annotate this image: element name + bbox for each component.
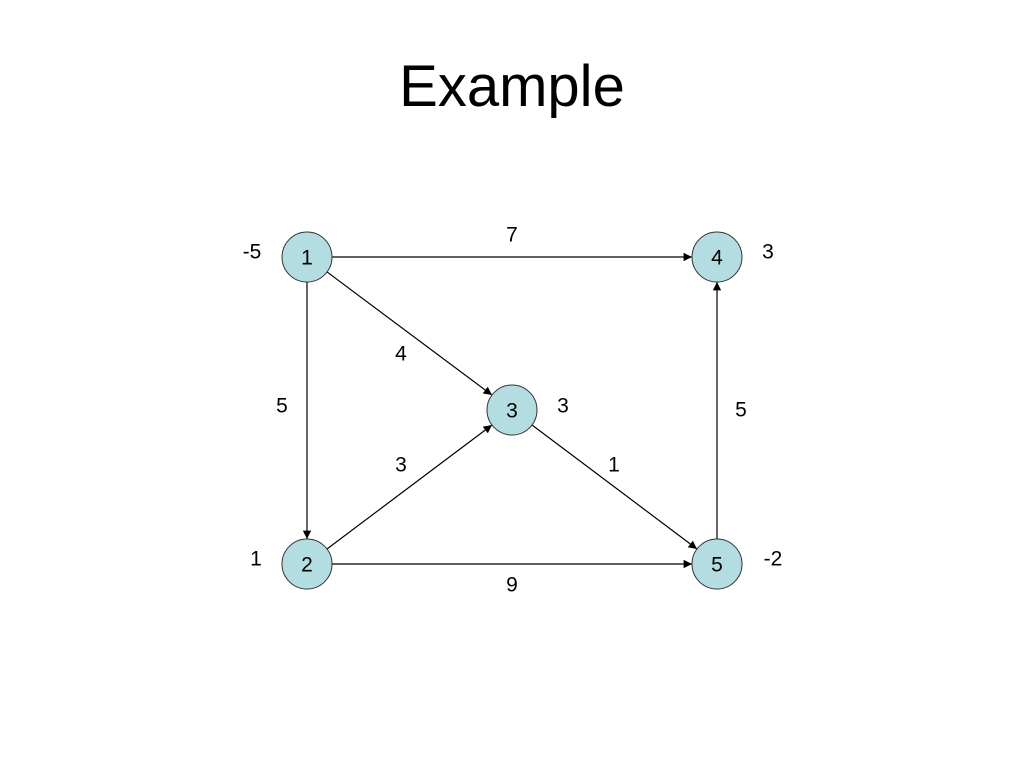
node-4-circle [691,231,743,283]
node-5-circle [691,538,743,590]
node-3-supply: 3 [557,395,569,418]
edge-weight-3-5: 1 [608,454,620,477]
node-1-label: 1 [301,247,313,270]
node-5-supply: -2 [764,548,783,571]
labels-layer: 7 4 5 3 1 9 5 -5 1 3 3 -2 [243,224,783,597]
node-2-label: 2 [301,554,313,577]
edge-weight-1-4: 7 [506,224,518,247]
edge-weight-5-4: 5 [735,399,747,422]
nodes-layer: 1 2 3 4 5 [281,231,743,590]
node-4-supply: 3 [762,241,774,264]
node-1-circle [281,231,333,283]
node-3-label: 3 [506,400,518,423]
edge-weight-2-3: 3 [395,454,407,477]
edge-weight-2-5: 9 [506,574,518,597]
edge-2-3 [326,424,493,550]
edges-layer [302,252,722,569]
node-5-label: 5 [711,554,723,577]
node-5: 5 [691,538,743,590]
node-2-circle [281,538,333,590]
node-3-circle [486,384,538,436]
slide-title: Example [399,54,625,119]
edge-3-5 [531,424,698,550]
node-4-label: 4 [711,247,723,270]
node-3: 3 [486,384,538,436]
node-1: 1 [281,231,333,283]
node-2-supply: 1 [250,548,262,571]
node-4: 4 [691,231,743,283]
edge-weight-1-3: 4 [395,343,407,366]
edge-weight-1-2: 5 [276,395,288,418]
node-1-supply: -5 [243,241,262,264]
node-2: 2 [281,538,333,590]
edge-1-3 [326,271,493,396]
